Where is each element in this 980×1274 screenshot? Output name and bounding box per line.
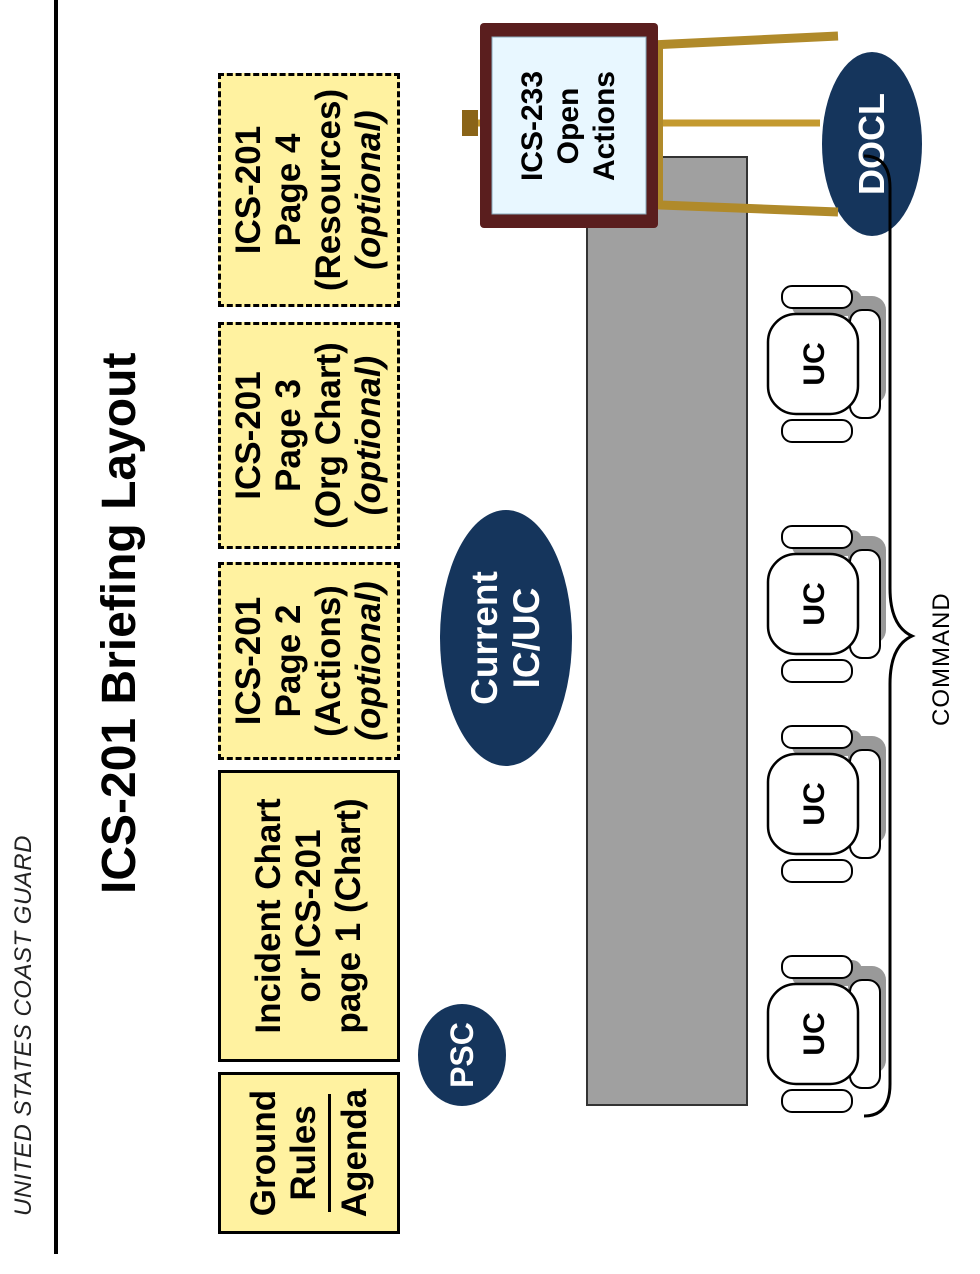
ics201-page2-box: ICS-201 Page 2 (Actions) (optional) [218, 562, 400, 760]
chairs-row: UC UC UC UC [766, 285, 886, 1113]
incident-chart-line3: page 1 (Chart) [329, 798, 368, 1034]
incident-chart-line2: or ICS-201 [289, 829, 328, 1003]
ground-rules-divider [327, 1094, 331, 1212]
ground-rules-line3: Agenda [334, 1088, 374, 1218]
page4-line3: (Resources) [309, 88, 348, 292]
easel-line3: Actions [588, 71, 621, 181]
chair-3: UC [766, 525, 886, 683]
incident-chart-line1: Incident Chart [249, 798, 288, 1034]
easel-line2: Open [552, 88, 585, 165]
page2-line3: (Actions) [309, 585, 348, 737]
page4-line4-wrap: (optional) [349, 110, 389, 269]
page3-line4: (optional) [349, 355, 388, 516]
page3-line2: Page 3 [269, 379, 308, 492]
current-oval-line1: Current [464, 571, 505, 705]
ics201-page4-box: ICS-201 Page 4 (Resources) (optional) [218, 73, 400, 307]
chair-3-label: UC [798, 582, 831, 625]
psc-oval: PSC [418, 1004, 506, 1106]
page3-line4-wrap: (optional) [349, 356, 389, 515]
ground-rules-box: Ground Rules Agenda [218, 1072, 400, 1234]
chair-4: UC [766, 285, 886, 443]
easel-line1: ICS-233 [516, 71, 549, 181]
command-brace [863, 154, 916, 1118]
page3-line1: ICS-201 [229, 371, 268, 500]
page4-line1: ICS-201 [229, 125, 268, 255]
page4-line2: Page 4 [269, 133, 308, 247]
org-header: UNITED STATES COAST GUARD [10, 835, 37, 1216]
page4-line4: (optional) [349, 110, 388, 270]
header-rule [54, 0, 58, 1254]
easel-board-surface [491, 36, 647, 215]
command-label: COMMAND [928, 592, 955, 726]
chair-2: UC [766, 725, 886, 883]
page2-line4: (optional) [349, 581, 388, 741]
current-oval-line2: IC/UC [506, 587, 547, 689]
current-ic-uc-oval: Current IC/UC [440, 510, 572, 766]
page2-line1: ICS-201 [229, 596, 268, 726]
easel-graphic: ICS-233 Open Actions [462, 23, 839, 228]
chair-1: UC [766, 955, 886, 1113]
briefing-table [586, 156, 748, 1106]
ground-rules-line2: Rules [283, 1105, 323, 1201]
chair-4-label: UC [798, 342, 831, 385]
page2-line2: Page 2 [269, 604, 308, 718]
chair-1-label: UC [798, 1012, 831, 1055]
chair-2-label: UC [798, 782, 831, 825]
page3-line3: (Org Chart) [309, 342, 348, 529]
easel-clip [462, 110, 478, 136]
ics201-page3-box: ICS-201 Page 3 (Org Chart) (optional) [218, 322, 400, 549]
page-title: ICS-201 Briefing Layout [93, 352, 146, 894]
page2-line4-wrap: (optional) [349, 581, 389, 740]
ground-rules-line1: Ground [243, 1089, 283, 1217]
incident-chart-box: Incident Chart or ICS-201 page 1 (Chart) [218, 770, 400, 1062]
